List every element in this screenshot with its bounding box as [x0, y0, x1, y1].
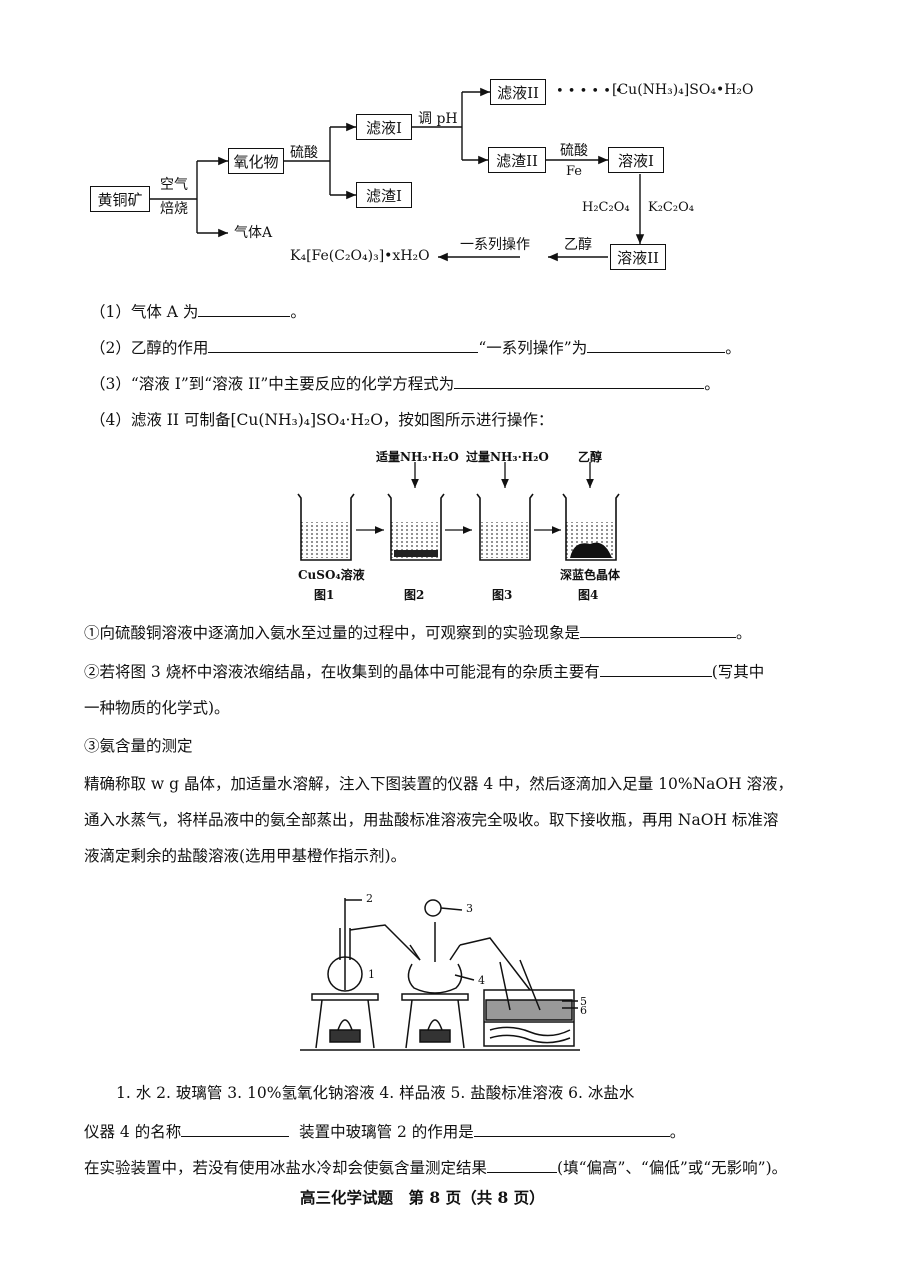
q1-text: （1）气体 A 为 — [90, 303, 199, 321]
fig-4-caption: 图4 — [578, 588, 599, 602]
s1-text: ①向硫酸铜溶液中逐滴加入氨水至过量的过程中，可观察到的实验现象是 — [84, 624, 581, 642]
f1-text-a: 仪器 4 的名称 — [84, 1123, 182, 1141]
beaker-top-label-1: 适量NH₃·H₂O — [376, 450, 459, 464]
residue2-label: 滤渣II — [496, 152, 538, 170]
q4-text: （4）滤液 II 可制备[Cu(NH₃)₄]SO₄·H₂O，按如图所示进行操作： — [90, 411, 554, 429]
fig-3-caption: 图3 — [492, 588, 513, 602]
solution2-label: 溶液II — [617, 249, 659, 267]
procedure-line-2: 通入水蒸气，将样品液中的氨全部蒸出，用盐酸标准溶液完全吸收。取下接收瓶，再用 N… — [84, 811, 779, 829]
q2-answer-blank-2[interactable] — [587, 338, 726, 353]
f1-end: 。 — [669, 1123, 686, 1141]
question-1: （1）气体 A 为 。 — [90, 300, 306, 322]
beaker-bottom-label-4: 深蓝色晶体 — [560, 568, 621, 582]
page-footer: 高三化学试题 第 8 页（共 8 页） — [300, 1188, 545, 1207]
oxide-box: 氧化物 — [228, 148, 284, 174]
ethanol-label: 乙醇 — [564, 237, 592, 253]
q2-text-a: （2）乙醇的作用 — [90, 339, 209, 357]
question-2: （2）乙醇的作用 “一系列操作”为 。 — [90, 336, 741, 358]
product-cu-label: [Cu(NH₃)₄]SO₄•H₂O — [612, 82, 754, 98]
procedure-line-1: 精确称取 w g 晶体，加适量水溶解，注入下图装置的仪器 4 中，然后逐滴加入足… — [84, 775, 794, 793]
question-3: （3）“溶液 I”到“溶液 II”中主要反应的化学方程式为 。 — [90, 372, 720, 394]
apparatus-figure — [300, 898, 580, 1051]
f2-answer-blank[interactable] — [487, 1158, 558, 1173]
fig-1-caption: 图1 — [314, 588, 335, 602]
apparatus-num-1: 1 — [368, 968, 375, 981]
filtrate2-box: 滤液II — [490, 79, 546, 105]
procedure-line-3: 液滴定剩余的盐酸溶液(选用甲基橙作指示剂)。 — [84, 847, 407, 865]
oxide-label: 氧化物 — [233, 153, 279, 171]
flowchart-lines — [148, 87, 645, 262]
filtrate2-label: 滤液II — [497, 84, 539, 102]
gas-a-label: 气体A — [234, 225, 273, 241]
beaker-top-label-3: 乙醇 — [578, 450, 603, 464]
beaker-top-label-2: 过量NH₃·H₂O — [466, 450, 549, 464]
product-fe-label: K₄[Fe(C₂O₄)₃]•xH₂O — [290, 248, 430, 264]
q3-answer-blank[interactable] — [454, 374, 705, 389]
q1-end: 。 — [290, 303, 306, 321]
f1-answer-blank-1[interactable] — [181, 1122, 290, 1137]
ore-box: 黄铜矿 — [90, 186, 150, 212]
q3-text: （3）“溶液 I”到“溶液 II”中主要反应的化学方程式为 — [90, 375, 455, 393]
solution2-box: 溶液II — [610, 244, 666, 270]
q2-text-b: “一系列操作”为 — [478, 339, 588, 357]
final-question-1: 仪器 4 的名称 装置中玻璃管 2 的作用是 。 — [84, 1120, 685, 1142]
residue1-label: 滤渣I — [366, 187, 402, 205]
apparatus-num-5: 5 — [580, 995, 587, 1008]
q3-end: 。 — [704, 375, 720, 393]
s1-answer-blank[interactable] — [580, 623, 737, 638]
q1-answer-blank[interactable] — [198, 302, 291, 317]
apparatus-num-2: 2 — [366, 892, 373, 905]
dots-label: • • • • • • — [556, 84, 623, 99]
s2-text-a: ②若将图 3 烧杯中溶液浓缩结晶，在收集到的晶体中可能混有的杂质主要有 — [84, 663, 600, 681]
beakers-figure — [297, 462, 620, 561]
ore-label: 黄铜矿 — [97, 191, 143, 209]
apparatus-legend: 1. 水 2. 玻璃管 3. 10%氢氧化钠溶液 4. 样品液 5. 盐酸标准溶… — [116, 1084, 635, 1102]
q2-end: 。 — [725, 339, 741, 357]
beaker-bottom-label-1: CuSO₄溶液 — [298, 568, 365, 582]
beaker-1 — [297, 493, 355, 561]
fig-2-caption: 图2 — [404, 588, 425, 602]
series-ops-label: 一系列操作 — [460, 237, 530, 253]
sub-question-1: ①向硫酸铜溶液中逐滴加入氨水至过量的过程中，可观察到的实验现象是 。 — [84, 621, 752, 643]
adjust-ph-label: 调 pH — [418, 111, 458, 127]
beaker-4 — [562, 493, 620, 561]
s2-text-b: (写其中 — [711, 663, 765, 681]
acid2-label: 硫酸 — [560, 143, 588, 159]
k2c2o4-label: K₂C₂O₄ — [648, 200, 694, 215]
beaker-2 — [387, 493, 445, 561]
roast-label: 焙烧 — [160, 201, 188, 217]
residue1-box: 滤渣I — [356, 182, 412, 208]
f2-text-b: (填“偏高”、“偏低”或“无影响”)。 — [557, 1159, 788, 1177]
filtrate1-label: 滤液I — [366, 119, 402, 137]
air-label: 空气 — [160, 177, 188, 193]
q2-answer-blank-1[interactable] — [208, 338, 479, 353]
f1-text-b: 装置中玻璃管 2 的作用是 — [299, 1123, 474, 1141]
apparatus-num-6: 6 — [580, 1004, 587, 1017]
s2-answer-blank[interactable] — [599, 662, 712, 677]
sub-question-2-cont: 一种物质的化学式)。 — [84, 699, 230, 717]
apparatus-num-4: 4 — [478, 974, 485, 987]
h2c2o4-label: H₂C₂O₄ — [582, 200, 630, 215]
solution1-box: 溶液I — [608, 147, 664, 173]
solution1-label: 溶液I — [618, 152, 654, 170]
s1-end: 。 — [736, 624, 752, 642]
apparatus-num-3: 3 — [466, 902, 473, 915]
question-4: （4）滤液 II 可制备[Cu(NH₃)₄]SO₄·H₂O，按如图所示进行操作： — [90, 408, 553, 430]
filtrate1-box: 滤液I — [356, 114, 412, 140]
fe-label: Fe — [566, 164, 583, 179]
sub-question-2: ②若将图 3 烧杯中溶液浓缩结晶，在收集到的晶体中可能混有的杂质主要有 (写其中 — [84, 660, 764, 682]
sub-question-3-heading: ③氨含量的测定 — [84, 737, 193, 755]
final-question-2: 在实验装置中，若没有使用冰盐水冷却会使氨含量测定结果 (填“偏高”、“偏低”或“无… — [84, 1156, 787, 1178]
residue2-box: 滤渣II — [488, 147, 546, 173]
beaker-3 — [476, 493, 534, 561]
acid1-label: 硫酸 — [290, 145, 318, 161]
f1-answer-blank-2[interactable] — [473, 1122, 670, 1137]
f2-text-a: 在实验装置中，若没有使用冰盐水冷却会使氨含量测定结果 — [84, 1159, 488, 1177]
